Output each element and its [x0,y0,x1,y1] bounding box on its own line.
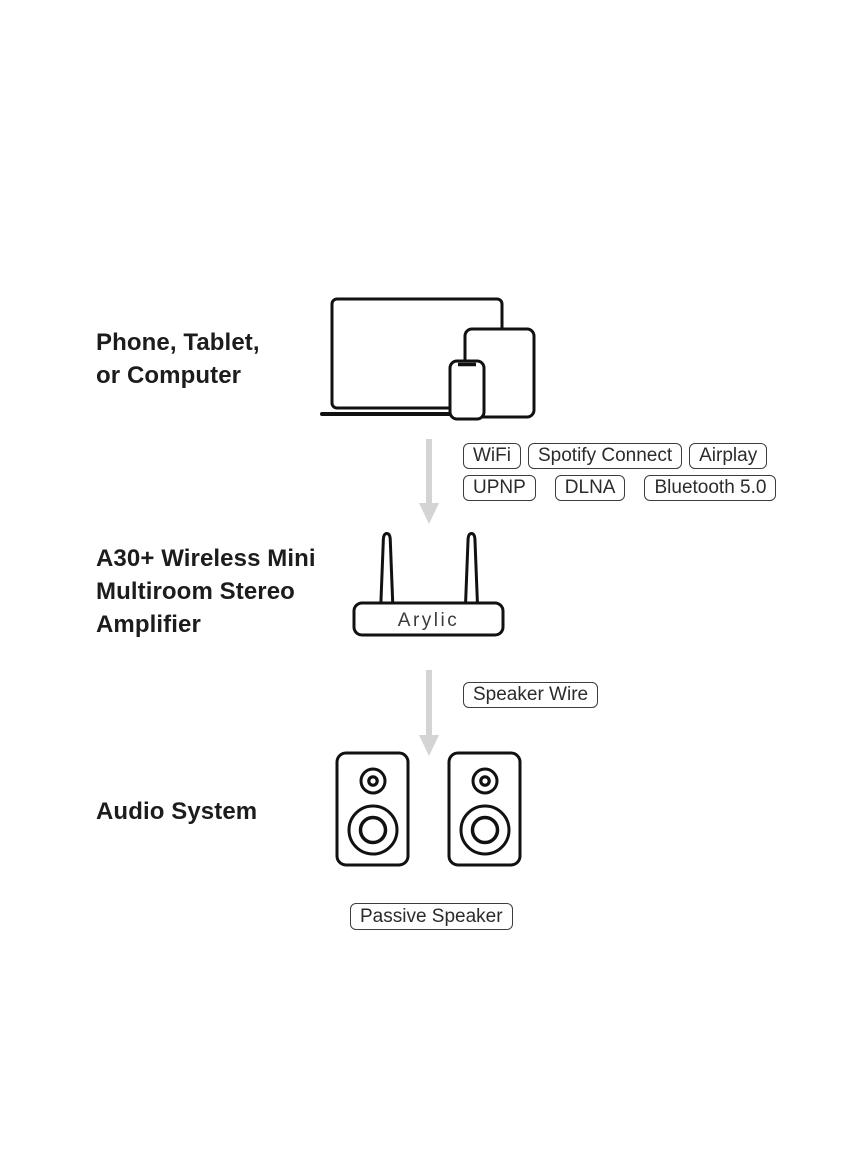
arrow-shaft [425,439,432,504]
badge-upnp: UPNP [463,475,536,501]
badge-airplay: Airplay [689,443,768,469]
down-arrow-icon [418,670,439,756]
source-label-line1: Phone, Tablet, [96,329,260,356]
arrow-head [418,735,439,756]
amplifier-body [352,601,505,637]
amplifier-label-line3: Amplifier [96,611,201,638]
badge-dlna: DLNA [554,475,626,501]
antenna-right [464,532,479,607]
audio-label-line1: Audio System [96,798,258,825]
badge-speaker-wire: Speaker Wire [463,682,599,708]
bookshelf-speaker-icon [447,751,522,867]
down-arrow-icon [418,439,439,525]
protocol-badge-row-2: UPNP DLNA Bluetooth 5.0 [463,475,777,501]
source-label-line2: or Computer [96,362,242,389]
protocol-badges: WiFi Spotify Connect Airplay UPNP DLNA B… [463,443,777,501]
amplifier-label-line1: A30+ Wireless Mini [96,545,316,572]
amplifier-label-line2: Multiroom Stereo [96,578,295,605]
arrow-shaft [425,670,432,736]
protocol-badge-row-1: WiFi Spotify Connect Airplay [463,443,776,469]
audio-section-label: Audio System [96,795,257,828]
laptop-tablet-phone-icon [320,297,536,421]
amplifier-brand-text: Arylic [398,610,459,631]
badge-wifi: WiFi [463,443,521,469]
antenna-left [379,532,395,607]
arrow-head [418,503,439,524]
wireless-amplifier-icon: Arylic [352,532,505,637]
badge-spotify-connect: Spotify Connect [527,443,683,469]
amplifier-section-label: A30+ Wireless Mini Multiroom Stereo Ampl… [96,542,316,641]
source-section-label: Phone, Tablet, or Computer [96,326,260,392]
bookshelf-speaker-icon [335,751,410,867]
badge-bluetooth: Bluetooth 5.0 [644,475,777,501]
badge-passive-speaker: Passive Speaker [350,903,513,930]
